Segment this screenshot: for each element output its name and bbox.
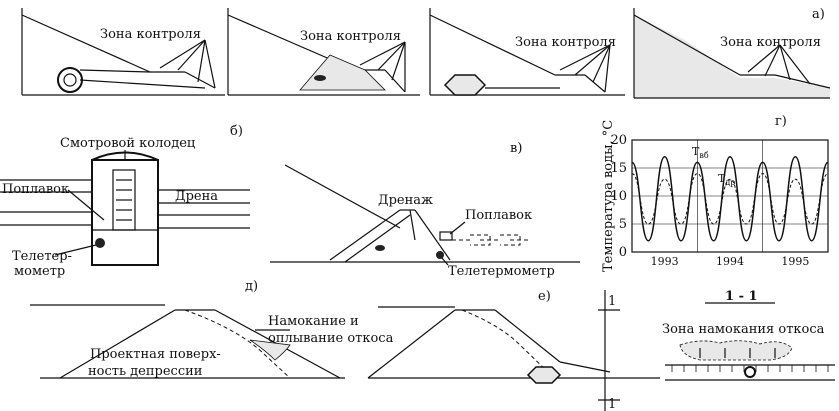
panel-a-tag: а) — [812, 7, 825, 22]
zone-label-4: Зона контроля — [720, 35, 821, 50]
thermometer-label-2: мометр — [14, 264, 65, 279]
panel-v-drainage: в) Дренаж Поплавок Телетермометр — [270, 141, 580, 279]
thermometer-label-v: Телетермометр — [448, 264, 555, 279]
section-mark-top: 1 — [608, 294, 616, 309]
chart-y-tick-label: 10 — [610, 189, 627, 204]
zone-label-3: Зона контроля — [515, 35, 616, 50]
chart-x-tick-label: 1994 — [716, 255, 744, 268]
thermometer-sensor-icon — [95, 238, 105, 248]
panel-e-dam: е) 1 1 — [367, 289, 660, 411]
chart-series-line — [631, 156, 829, 242]
section-title: 1 - 1 — [725, 289, 758, 304]
well-label: Смотровой колодец — [60, 136, 195, 151]
section-1-1: 1 - 1 Зона намокания откоса — [662, 289, 835, 381]
depression-label-1: Проектная поверх- — [90, 347, 221, 362]
float-label-v: Поплавок — [465, 208, 532, 223]
panel-a-section-4: Зона контроля а) — [633, 7, 831, 99]
panel-a-section-3: Зона контроля — [429, 8, 625, 96]
zone-label-2: Зона контроля — [300, 29, 401, 44]
chart-grid — [631, 139, 829, 253]
drainage-label: Дренаж — [378, 193, 433, 208]
thermometer-label-1: Телетер- — [12, 249, 72, 264]
float-label: Поплавок — [2, 182, 69, 197]
series-label-vb: Твб — [692, 145, 709, 160]
chart-series-line — [631, 173, 829, 225]
chart-ylabel: Температура воды, °С — [601, 120, 616, 272]
section-zone-label: Зона намокания откоса — [662, 322, 825, 337]
chart-y-tick-label: 5 — [619, 217, 627, 232]
section-mark-bottom: 1 — [608, 397, 616, 411]
drain-label: Дрена — [175, 189, 218, 204]
panel-a-section-2: Зона контроля — [227, 8, 420, 96]
panel-a-section-1: Зона контроля — [21, 8, 225, 96]
panel-d-tag: д) — [245, 279, 258, 294]
wetting-label-1: Намокание и — [268, 314, 359, 329]
pipe-icon — [57, 67, 83, 93]
wetting-label-2: оплывание откоса — [268, 331, 394, 346]
chart-y-tick-label: 15 — [610, 161, 627, 176]
drain-pipe-icon — [744, 366, 756, 378]
chart-y-ticks: 0 5 10 15 20 — [610, 133, 627, 260]
chart-x-tick-label: 1995 — [781, 255, 809, 268]
chart-x-tick-label: 1993 — [651, 255, 679, 268]
panel-b-tag: б) — [230, 124, 243, 139]
panel-v-tag: в) — [510, 141, 522, 156]
zone-label-1: Зона контроля — [100, 27, 201, 42]
chart-y-tick-label: 0 — [619, 245, 627, 260]
drain-prism-icon — [443, 74, 487, 96]
panel-d-wetting: д) Намокание и оплывание откоса Проектна… — [30, 279, 394, 379]
panel-e-tag: е) — [538, 289, 551, 304]
panel-g-tag: г) — [775, 114, 787, 129]
chart-x-ticks: 1993 1994 1995 — [651, 255, 810, 268]
chart-series — [631, 156, 829, 242]
chart-y-tick-label: 20 — [610, 133, 627, 148]
depression-label-2: ность депрессии — [88, 364, 202, 379]
drain-prism-icon-e — [526, 366, 562, 384]
series-label-dr: Тдр — [718, 172, 735, 187]
panel-b-inspection-well: б) Смотровой колодец Поплавок Дрена Теле… — [0, 124, 250, 279]
